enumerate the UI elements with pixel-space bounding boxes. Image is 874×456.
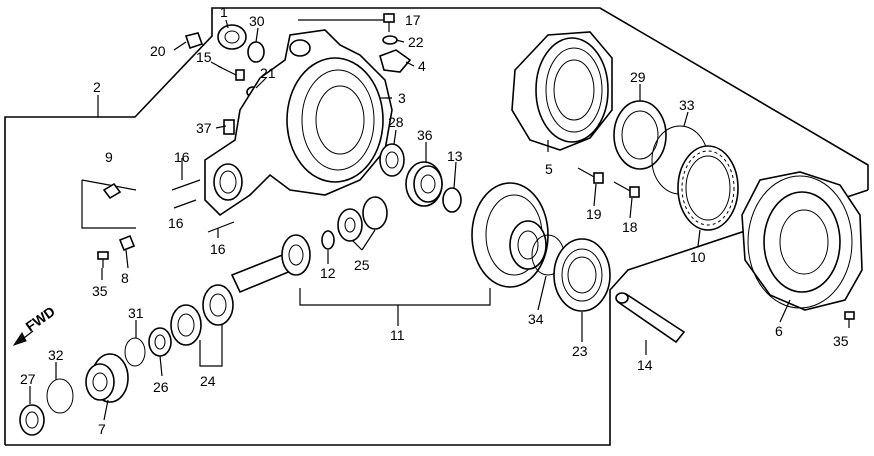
breather-37 [223,119,235,135]
callout-6: 6 [775,323,783,339]
bolt-17 [383,13,395,32]
callout-15: 15 [196,49,212,65]
callout-31: 31 [128,305,144,321]
fwd-label: FWD [23,303,58,334]
shim-12 [321,230,335,250]
callout-16a: 16 [174,149,190,165]
ring-10 [677,145,739,231]
case-cover-5 [511,31,613,151]
gear-case-3 [204,29,393,217]
washer-22 [382,35,398,45]
pin-14 [615,292,686,344]
callout-9: 9 [105,149,113,165]
callout-30: 30 [249,13,265,29]
callout-20: 20 [150,43,166,59]
cap-1 [217,24,247,50]
callout-21: 21 [260,65,276,81]
callout-1: 1 [220,4,228,20]
bearing-25 [337,196,388,242]
bolt-35-right [844,311,855,328]
callout-3: 3 [398,90,406,106]
nut-9 [102,182,122,200]
bolt-18 [613,181,640,198]
bearing-24 [170,284,234,346]
callout-35-left: 35 [92,283,108,299]
callout-14: 14 [637,357,653,373]
cover-6 [741,171,863,311]
callout-35-right: 35 [833,333,849,349]
callout-33: 33 [679,97,695,113]
coupling-7 [85,353,129,403]
callout-28: 28 [388,114,404,130]
callout-24: 24 [200,373,216,389]
callout-2: 2 [93,79,101,95]
bearing-23 [553,238,611,312]
assembly-frame-bottom [5,189,869,446]
assembly-frame [4,7,869,445]
callout-23: 23 [572,343,588,359]
bolt-19 [577,167,604,184]
o-ring-30 [247,41,265,63]
callout-25: 25 [354,257,370,273]
callout-27: 27 [20,371,36,387]
callout-19: 19 [586,206,602,222]
callout-17: 17 [405,12,421,28]
callout-18: 18 [622,219,638,235]
callout-37: 37 [196,120,212,136]
bracket-4 [379,49,412,73]
plug-20 [184,32,204,50]
callout-22: 22 [408,34,424,50]
bolt-35-left [97,251,109,268]
callout-12: 12 [320,265,336,281]
bracket-9 [81,180,136,229]
o-ring-31 [124,337,146,367]
callout-32: 32 [48,347,64,363]
bearing-26 [148,327,172,357]
pinion-gear-11 [230,234,311,294]
callout-10: 10 [690,249,706,265]
callout-7: 7 [98,421,106,437]
callout-29: 29 [630,69,646,85]
seal-27 [19,404,45,436]
fwd-arrow-icon: FWD [12,303,58,346]
callout-16b: 16 [168,215,184,231]
studs-16 [171,179,235,233]
bracket-9-top [81,179,137,191]
callout-26: 26 [153,379,169,395]
oil-seal-29 [613,100,667,170]
callouts: 1 30 20 15 21 2 3 17 22 4 37 9 16 16 16 … [20,4,849,437]
nut-8 [118,234,136,252]
callout-4: 4 [418,58,426,74]
callout-11: 11 [390,327,405,343]
o-ring-32 [46,378,74,414]
leader-lines [29,19,791,421]
ring-gear-11 [471,182,549,288]
callout-36: 36 [417,127,433,143]
callout-5: 5 [545,161,553,177]
shim-13 [442,187,462,213]
bearing-28 [379,143,405,177]
callout-13: 13 [447,148,463,164]
bearing-36 [405,161,443,207]
callout-8: 8 [121,270,129,286]
callout-34: 34 [528,311,544,327]
callout-16c: 16 [210,241,226,257]
